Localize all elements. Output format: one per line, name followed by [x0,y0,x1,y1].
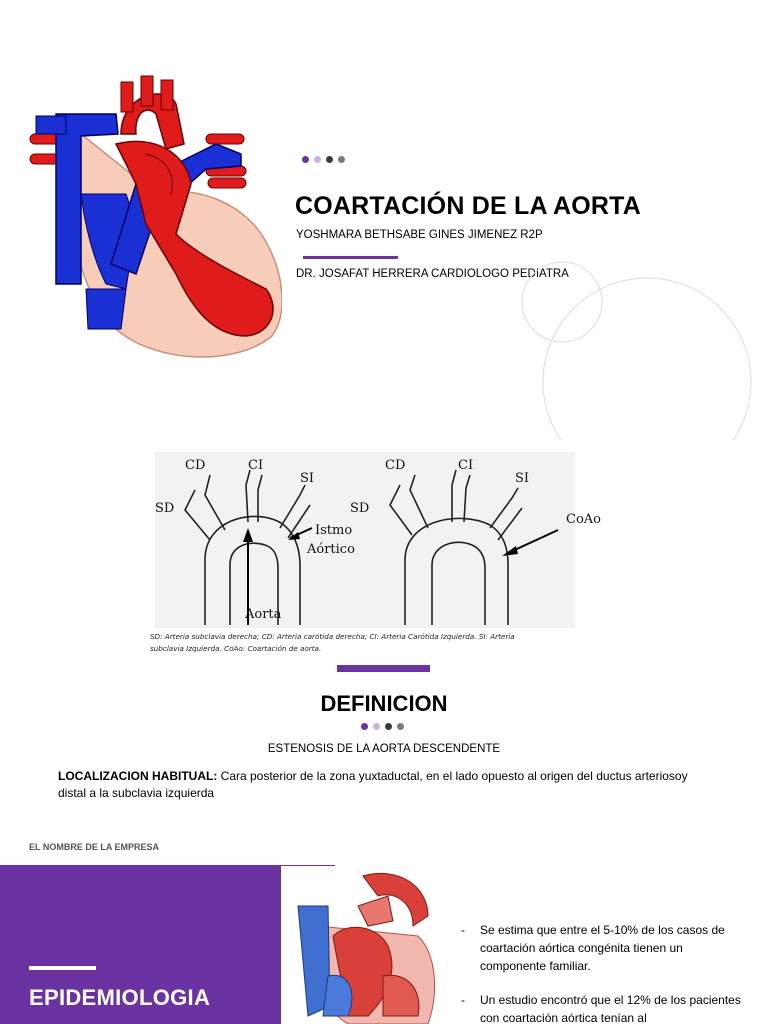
label-sd-left: SD [155,501,174,516]
label-aortico: Aórtico [306,542,355,557]
title-divider [303,256,398,259]
dot-icon [326,156,333,163]
label-sd-right: SD [350,501,369,516]
dot-icon [385,723,392,730]
decorative-dots [361,723,404,730]
label-cd-left: CD [185,458,205,473]
definition-subtitle: ESTENOSIS DE LA AORTA DESCENDENTE [267,743,501,755]
figure-caption: SD: Arteria subclavia derecha; CD: Arter… [150,631,630,655]
aortic-arch-diagram: CD CI SI SD Istmo Aórtico Aorta CD CI SI… [155,452,601,628]
dot-icon [338,156,345,163]
label-aorta: Aorta [244,607,282,622]
bullet-dash: - [461,923,465,937]
author-name: YOSHMARA BETHSABE GINES JIMENEZ R2P [296,229,543,241]
label-ci-left: CI [248,458,263,473]
panel-top-line [0,865,335,866]
heart-anatomy-image [29,75,282,358]
bullet-text: Se estima que entre el 5-10% de los caso… [480,923,725,973]
caption-line: subclavia Izquierda. CoAo: Coartación de… [150,644,322,653]
bullet-text: Un estudio encontró que el 12% de los pa… [480,993,741,1024]
definition-title: DEFINICION [320,691,448,716]
location-paragraph: LOCALIZACION HABITUAL: Cara posterior de… [58,768,698,802]
list-item: - Un estudio encontró que el 12% de los … [461,991,741,1024]
label-ci-right: CI [458,458,473,473]
definition-divider [337,665,430,672]
label-si-left: SI [300,471,314,486]
label-coao: CoAo [566,512,601,527]
company-name: EL NOMBRE DE LA EMPRESA [29,842,160,852]
epidemiology-title: EPIDEMIOLOGIA [29,985,211,1010]
title-panel [0,866,281,1024]
caption-line: SD: Arteria subclavia derecha; CD: Arter… [150,632,515,641]
decorative-dots [302,156,345,163]
title-slide: COARTACIÓN DE LA AORTA YOSHMARA BETHSABE… [0,0,768,440]
epidemiology-divider [29,966,96,970]
list-item: - Se estima que entre el 5-10% de los ca… [461,921,741,975]
decorative-circles [521,261,752,440]
heart-coarctation-image [297,872,436,1024]
location-text: Cara posterior de la zona yuxtaductal, e… [58,769,688,800]
epidemiology-bullets: - Se estima que entre el 5-10% de los ca… [461,921,741,1024]
label-cd-right: CD [385,458,405,473]
dot-icon [302,156,309,163]
bullet-dash: - [461,993,465,1007]
dot-icon [397,723,404,730]
dot-icon [314,156,321,163]
label-istmo: Istmo [315,523,352,538]
doctor-name: DR. JOSAFAT HERRERA CARDIOLOGO PEDIATRA [296,268,569,280]
dot-icon [373,723,380,730]
slide-title: COARTACIÓN DE LA AORTA [295,192,642,220]
location-label: LOCALIZACION HABITUAL: [58,769,218,783]
dot-icon [361,723,368,730]
label-si-right: SI [515,471,529,486]
